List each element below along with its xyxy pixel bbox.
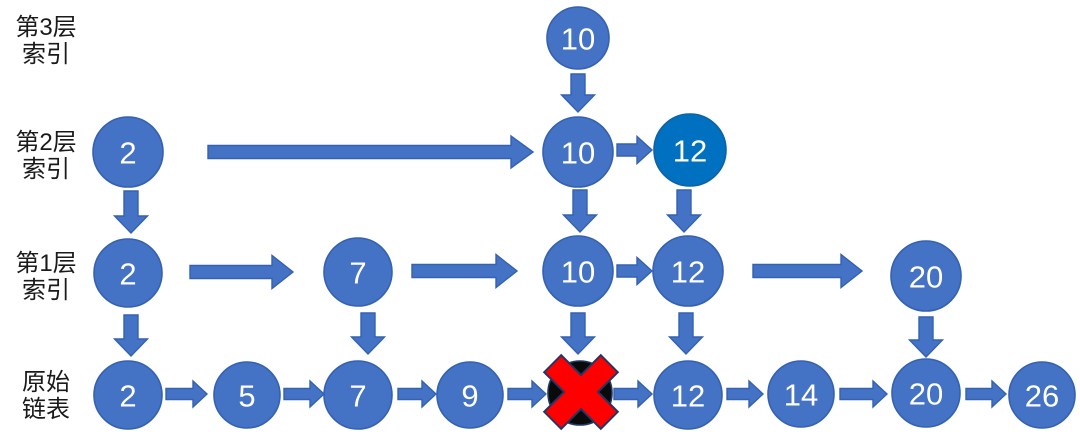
node-value-l1-10: 10 <box>561 255 595 290</box>
node-l1-2: 2 <box>93 238 163 308</box>
node-value-l1-2: 2 <box>119 257 136 292</box>
row-label-line: 索引 <box>21 277 70 304</box>
node-l3-10: 10 <box>546 6 610 70</box>
node-circle-l1-2 <box>93 238 163 308</box>
row-label-level-2: 第2层 索引 <box>15 129 76 183</box>
arrow-l1-10-to-l1-12 <box>616 255 654 287</box>
node-value-l3-10: 10 <box>561 22 595 57</box>
down-arrow-l1-20-to-list-20 <box>907 316 945 359</box>
node-circle-l2-2 <box>92 116 164 188</box>
row-label-level-3: 第3层 索引 <box>15 14 76 68</box>
arrow-l2-10-to-l2-12 <box>616 134 654 166</box>
node-list-12: 12 <box>653 360 723 430</box>
down-arrow-l3-10-to-l2-10 <box>559 73 597 114</box>
arrow-list-7-to-list-9 <box>397 379 438 409</box>
node-value-list-12: 12 <box>671 379 705 414</box>
node-circle-list-7 <box>323 360 393 430</box>
node-circle-list-26 <box>1008 361 1076 429</box>
row-label-line: 索引 <box>21 156 70 183</box>
node-circle-l3-10 <box>546 6 610 70</box>
node-value-list-9: 9 <box>461 379 478 414</box>
node-list-14: 14 <box>767 360 835 428</box>
down-arrow-l2-10-to-l1-10 <box>561 189 599 234</box>
node-value-list-20: 20 <box>909 377 943 412</box>
node-value-list-2: 2 <box>119 379 136 414</box>
row-label-line: 第2层 <box>15 129 77 156</box>
node-l2-2: 2 <box>92 116 164 188</box>
node-value-list-7: 7 <box>349 379 366 414</box>
node-value-list-5: 5 <box>238 379 255 414</box>
arrow-l1-2-to-l1-7 <box>189 254 295 290</box>
down-arrow-l1-12-to-list-12 <box>667 312 705 356</box>
node-value-l1-12: 12 <box>671 255 705 290</box>
row-label-line: 索引 <box>21 41 70 68</box>
node-list-5: 5 <box>213 361 281 429</box>
node-circle-l1-10 <box>542 235 614 307</box>
arrow-list-20-to-list-26 <box>965 379 1008 409</box>
row-label-line: 第1层 <box>15 250 77 277</box>
node-circle-l1-20 <box>890 240 962 312</box>
node-list-9: 9 <box>436 361 504 429</box>
arrow-list-14-to-list-20 <box>839 379 889 409</box>
arrow-list-12-to-list-14 <box>726 379 765 409</box>
node-l2-12: 12 <box>653 113 727 187</box>
node-l1-20: 20 <box>890 240 962 312</box>
node-l1-12: 12 <box>652 235 724 307</box>
node-l2-10: 10 <box>542 116 614 188</box>
node-value-l2-12: 12 <box>673 134 707 169</box>
down-arrow-l2-2-to-l1-2 <box>112 190 150 235</box>
arrow-list-9-to-list-10 <box>507 379 548 409</box>
node-value-l1-7: 7 <box>349 256 366 291</box>
node-list-2: 2 <box>93 360 163 430</box>
arrow-list-5-to-list-7 <box>283 379 326 409</box>
arrow-list-2-to-list-5 <box>165 379 209 409</box>
down-arrow-l1-2-to-list-2 <box>112 314 150 358</box>
row-label-level-1: 第1层 索引 <box>15 250 76 304</box>
row-label-original-list: 原始 链表 <box>22 369 70 423</box>
node-value-l1-20: 20 <box>909 260 943 295</box>
node-circle-l1-7 <box>323 237 393 307</box>
node-circle-l2-10 <box>542 116 614 188</box>
row-label-line: 原始 <box>22 369 70 396</box>
arrow-l1-12-to-l1-20 <box>752 253 864 289</box>
node-list-20: 20 <box>891 358 961 428</box>
arrow-l2-2-to-l2-10 <box>207 134 535 170</box>
node-value-list-26: 26 <box>1025 379 1059 414</box>
node-value-l2-10: 10 <box>561 136 595 171</box>
node-value-list-14: 14 <box>784 378 818 413</box>
node-circle-list-14 <box>767 360 835 428</box>
row-label-line: 链表 <box>22 396 70 423</box>
arrow-l1-7-to-l1-10 <box>411 253 519 289</box>
delete-x-mark <box>542 353 620 431</box>
node-list-7: 7 <box>323 360 393 430</box>
node-value-l2-2: 2 <box>119 136 136 171</box>
row-label-line: 第3层 <box>15 14 77 41</box>
node-circle-list-12 <box>653 360 723 430</box>
down-arrow-l1-7-to-list-7 <box>349 312 387 356</box>
node-list-26: 26 <box>1008 361 1076 429</box>
node-circle-l2-12 <box>653 113 727 187</box>
node-circle-list-5 <box>213 361 281 429</box>
node-circle-list-2 <box>93 360 163 430</box>
node-l1-7: 7 <box>323 237 393 307</box>
arrow-list-10-to-list-12 <box>613 379 654 409</box>
node-circle-list-9 <box>436 361 504 429</box>
node-circle-list-20 <box>891 358 961 428</box>
down-arrow-l1-10-to-list-10 <box>559 312 597 356</box>
down-arrow-l2-12-to-l1-12 <box>665 189 703 234</box>
node-circle-l1-12 <box>652 235 724 307</box>
node-l1-10: 10 <box>542 235 614 307</box>
